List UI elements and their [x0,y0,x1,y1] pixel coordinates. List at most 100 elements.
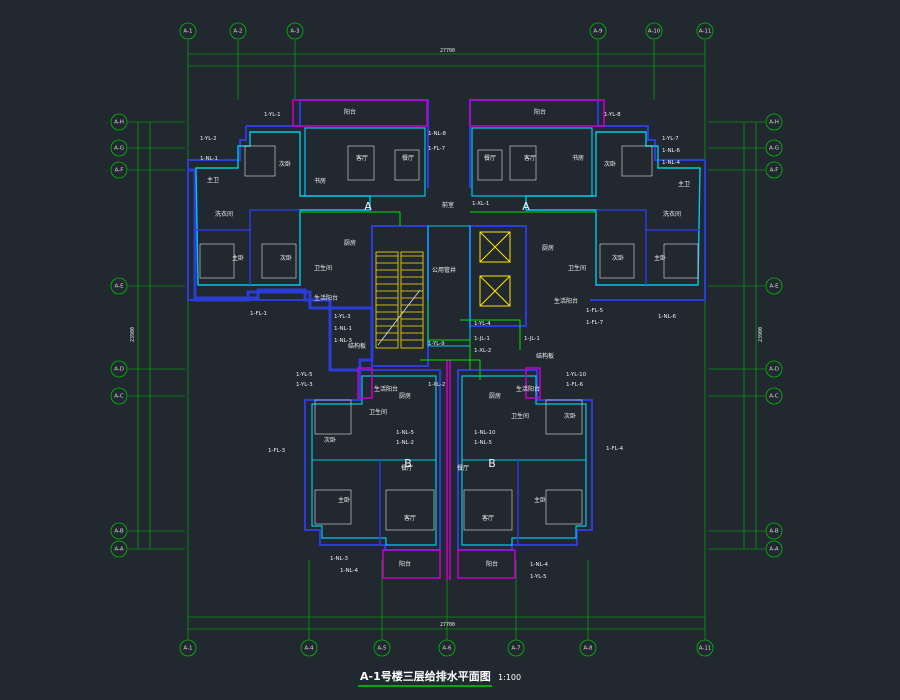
axis-bubble: A-G [110,139,128,157]
pipe-tag: 1-YL-1 [264,112,281,118]
pipe-tag: 1-JL-1 [524,336,540,342]
room-label: 书房 [314,177,326,185]
room-label: 厨房 [542,244,554,252]
room-label: 次卧 [324,436,336,444]
grid-lines [128,40,765,640]
axis-bubble: A-A [765,540,783,558]
pipe-tag: 1-NL-4 [340,568,359,574]
axis-bubble: A-9 [589,22,607,40]
room-label: 卫生间 [314,264,332,272]
axis-label: A-C [769,394,779,400]
pipe-tag: 1-FL-4 [606,446,624,452]
stair [375,251,424,349]
drawing-title: A-1号楼三层给排水平面图 [360,669,491,683]
axis-bubble: A-10 [645,22,663,40]
pipe-tag: 1-NL-5 [474,440,493,446]
axis-label: A-D [769,367,779,373]
building-walls [187,99,706,551]
axis-bubble: A-3 [286,22,304,40]
right-total-dim: 23900 [758,327,764,342]
pipe-tag: 1-YL-5 [530,574,547,580]
pipe-tag: 1-XL-1 [472,201,489,207]
axis-label: A-9 [593,29,603,35]
pipe-tag: 1-FL-1 [250,311,267,317]
pipe-tag: 1-YL-10 [566,372,587,378]
unit-letter: B [488,457,496,470]
axis-label: A-10 [648,29,661,35]
room-label: 主卫 [207,176,219,184]
room-label: 厨房 [344,239,356,247]
pipe-tag: 1-YL-8 [604,112,621,118]
pipe-tag: 1-YL-5 [296,372,313,378]
axis-label: A-1 [183,29,192,35]
pipe-tag: 1-FL-7 [586,320,604,326]
axis-label: A-B [769,529,778,535]
axis-bubble: A-A [110,540,128,558]
axis-label: A-F [115,168,124,174]
room-labels: 阳台 阳台 客厅 餐厅 餐厅 客厅 书房 书房 次卧 次卧 主卫 主卫 洗衣间 … [207,108,690,568]
pipe-tag: 1-NL-6 [662,148,681,154]
pipe-tag: 1-NL-4 [662,160,681,166]
room-label: 厨房 [489,392,501,400]
pipe-tag: 1-NL-6 [658,314,677,320]
room-label: 结构板 [536,352,554,360]
axis-bubble: A-4 [300,639,318,657]
pipe-tag: 1-NL-4 [530,562,549,568]
axis-label: A-A [114,547,124,553]
axis-label: A-H [769,120,779,126]
pipe-tag: 1-FL-3 [268,448,286,454]
axis-label: A-5 [377,646,387,652]
room-label: 厨房 [399,392,411,400]
room-label: 阳台 [344,108,356,116]
room-label: 卫生间 [369,408,387,416]
room-label: 主卧 [232,254,244,262]
axis-bubble: A-5 [373,639,391,657]
axis-label: A-D [114,367,124,373]
room-label: 客厅 [404,514,416,522]
axis-label: A-G [769,146,779,152]
room-label: 书房 [572,154,584,162]
room-label: 客厅 [482,514,494,522]
axis-bubble: A-6 [438,639,456,657]
axis-label: A-6 [442,646,452,652]
axis-bubble: A-E [110,277,128,295]
axis-bubble: A-2 [229,22,247,40]
left-total-dim: 23900 [130,327,136,342]
pipe-tag: 1-NL-8 [428,131,447,137]
room-label: 生活阳台 [516,385,540,393]
axis-label: A-B [114,529,123,535]
axis-label: A-7 [511,646,521,652]
top-total-dim: 27700 [440,48,455,54]
unit-letter: B [404,457,412,470]
pipe-tag: 1-YL-9 [428,341,445,347]
room-label: 主卧 [534,496,546,504]
axis-label: A-H [114,120,124,126]
pipe-tags: 1-YL-1 1-YL-2 1-NL-1 1-NL-8 1-FL-7 1-YL-… [200,112,681,580]
axis-bubble: A-8 [579,639,597,657]
axis-bubble: A-11 [696,22,714,40]
pipe-tag: 1-YL-2 [200,136,217,142]
room-label: 生活阳台 [314,294,338,302]
pipe-tag: 1-YL-7 [662,136,679,142]
pipe-tag: 1-YL-4 [474,321,491,327]
room-label: 卫生间 [568,264,586,272]
axis-label: A-E [114,284,124,290]
room-label: 餐厅 [402,154,414,162]
room-label: 餐厅 [457,464,469,472]
pipe-tag: 1-NL-1 [200,156,218,162]
pipe-tag: 1-YL-3 [296,382,313,388]
room-label: 次卧 [279,160,291,168]
axis-bubble: A-11 [696,639,714,657]
pipe-tag: 1-FL-7 [428,146,446,152]
room-label: 阳台 [534,108,546,116]
axis-bubble: A-7 [507,639,525,657]
axis-label: A-G [114,146,124,152]
balconies [292,99,605,580]
pipe-tag: 1-FL-6 [566,382,584,388]
room-label: 次卧 [280,254,292,262]
room-label: 主卧 [338,496,350,504]
room-label: 主卧 [654,254,666,262]
axis-bubble: A-E [765,277,783,295]
